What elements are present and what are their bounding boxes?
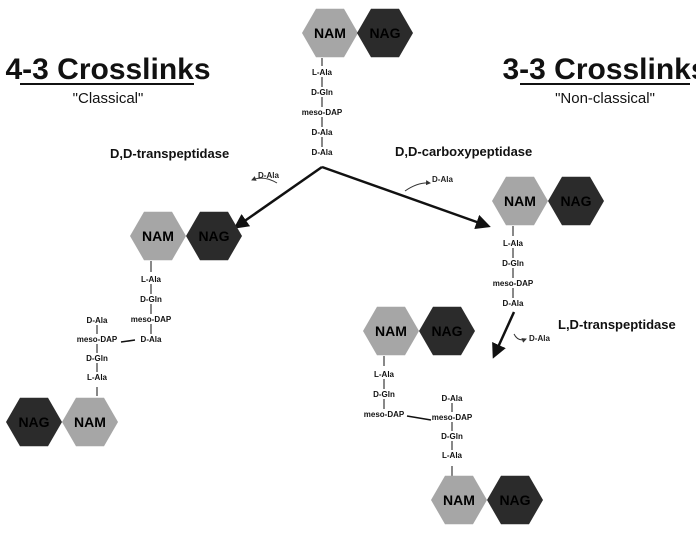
left-acceptor-nag-label: NAG	[18, 414, 49, 430]
right-donor-nam: NAM	[363, 306, 419, 356]
ld-transpeptidase-arrow	[492, 311, 516, 359]
released-dala-middle: D-Ala	[432, 175, 453, 184]
right-tetra-nam-label: NAM	[504, 193, 536, 209]
residue-d-gln: D-Gln	[441, 432, 463, 441]
crosslink-bond-43	[120, 339, 136, 343]
left-acceptor-nag: NAG	[6, 397, 62, 447]
right-acceptor-nam-label: NAM	[443, 492, 475, 508]
top-nag-label: NAG	[369, 25, 400, 41]
residue-d-ala: D-Ala	[87, 316, 108, 325]
left-acceptor-nam: NAM	[62, 397, 118, 447]
top-nag: NAG	[357, 8, 413, 58]
right-acceptor-nag-hexagon	[487, 475, 543, 525]
left-acceptor-nam-hexagon	[62, 397, 118, 447]
residue-meso-dap: meso-DAP	[302, 108, 343, 117]
right-tetra-nam-hexagon	[492, 176, 548, 226]
residue-d-gln: D-Gln	[86, 354, 108, 363]
right-acceptor-nam: NAM	[431, 475, 487, 525]
released-dala-arrow-right	[513, 333, 527, 343]
released-dala-left: D-Ala	[258, 171, 279, 180]
top-nam-hexagon	[302, 8, 358, 58]
right-tetra-nag: NAG	[548, 176, 604, 226]
residue-d-ala: D-Ala	[503, 299, 524, 308]
right-donor-nam-hexagon	[363, 306, 419, 356]
top-nag-hexagon	[357, 8, 413, 58]
residue-d-ala: D-Ala	[312, 128, 333, 137]
crosslink-bond-33	[406, 415, 432, 421]
residue-l-ala: L-Ala	[503, 239, 524, 248]
right-heading: 3-3 Crosslinks "Non-classical"	[502, 53, 696, 107]
left-donor-nam-label: NAM	[142, 228, 174, 244]
right-acceptor-nam-hexagon	[431, 475, 487, 525]
right-donor-nam-label: NAM	[375, 323, 407, 339]
residue-l-ala: L-Ala	[141, 275, 162, 284]
right-donor-nag-label: NAG	[431, 323, 462, 339]
residue-meso-dap: meso-DAP	[77, 335, 118, 344]
right-tetra-nag-label: NAG	[560, 193, 591, 209]
residue-l-ala: L-Ala	[87, 373, 108, 382]
residue-d-ala: D-Ala	[442, 394, 463, 403]
residue-d-ala: D-Ala	[312, 148, 333, 157]
residue-meso-dap: meso-DAP	[364, 410, 405, 419]
left-title: 4-3 Crosslinks	[5, 53, 210, 86]
left-acceptor-nag-hexagon	[6, 397, 62, 447]
dd-carboxypeptidase-arrow	[321, 165, 491, 230]
ld-transpeptidase-label: L,D-transpeptidase	[558, 317, 676, 332]
left-donor-nag-label: NAG	[198, 228, 229, 244]
right-acceptor-nag-label: NAG	[499, 492, 530, 508]
dd-transpeptidase-arrow	[233, 165, 323, 229]
released-dala-right: D-Ala	[529, 334, 550, 343]
right-donor-nag-hexagon	[419, 306, 475, 356]
residue-d-gln: D-Gln	[502, 259, 524, 268]
top-nam: NAM	[302, 8, 358, 58]
released-dala-arrow-left	[251, 176, 278, 184]
left-donor-nam-hexagon	[130, 211, 186, 261]
residue-d-gln: D-Gln	[140, 295, 162, 304]
residue-meso-dap: meso-DAP	[493, 279, 534, 288]
residue-l-ala: L-Ala	[442, 451, 463, 460]
right-tetra-nag-hexagon	[548, 176, 604, 226]
right-acceptor-nag: NAG	[487, 475, 543, 525]
dd-carboxypeptidase-label: D,D-carboxypeptidase	[395, 144, 532, 159]
left-donor-nam: NAM	[130, 211, 186, 261]
left-donor-nag-hexagon	[186, 211, 242, 261]
left-donor-nag: NAG	[186, 211, 242, 261]
left-acceptor-nam-label: NAM	[74, 414, 106, 430]
right-donor-nag: NAG	[419, 306, 475, 356]
residue-d-gln: D-Gln	[373, 390, 395, 399]
left-heading: 4-3 Crosslinks "Classical"	[5, 53, 210, 107]
left-subtitle: "Classical"	[73, 90, 144, 107]
released-dala-arrow-middle	[404, 180, 431, 192]
residue-d-gln: D-Gln	[311, 88, 333, 97]
right-tetra-nam: NAM	[492, 176, 548, 226]
dd-transpeptidase-label: D,D-transpeptidase	[110, 146, 229, 161]
residue-meso-dap: meso-DAP	[131, 315, 172, 324]
right-subtitle: "Non-classical"	[555, 90, 655, 107]
right-title: 3-3 Crosslinks	[502, 53, 696, 86]
residue-d-ala: D-Ala	[141, 335, 162, 344]
residue-meso-dap: meso-DAP	[432, 413, 473, 422]
top-nam-label: NAM	[314, 25, 346, 41]
residue-l-ala: L-Ala	[374, 370, 395, 379]
residue-l-ala: L-Ala	[312, 68, 333, 77]
